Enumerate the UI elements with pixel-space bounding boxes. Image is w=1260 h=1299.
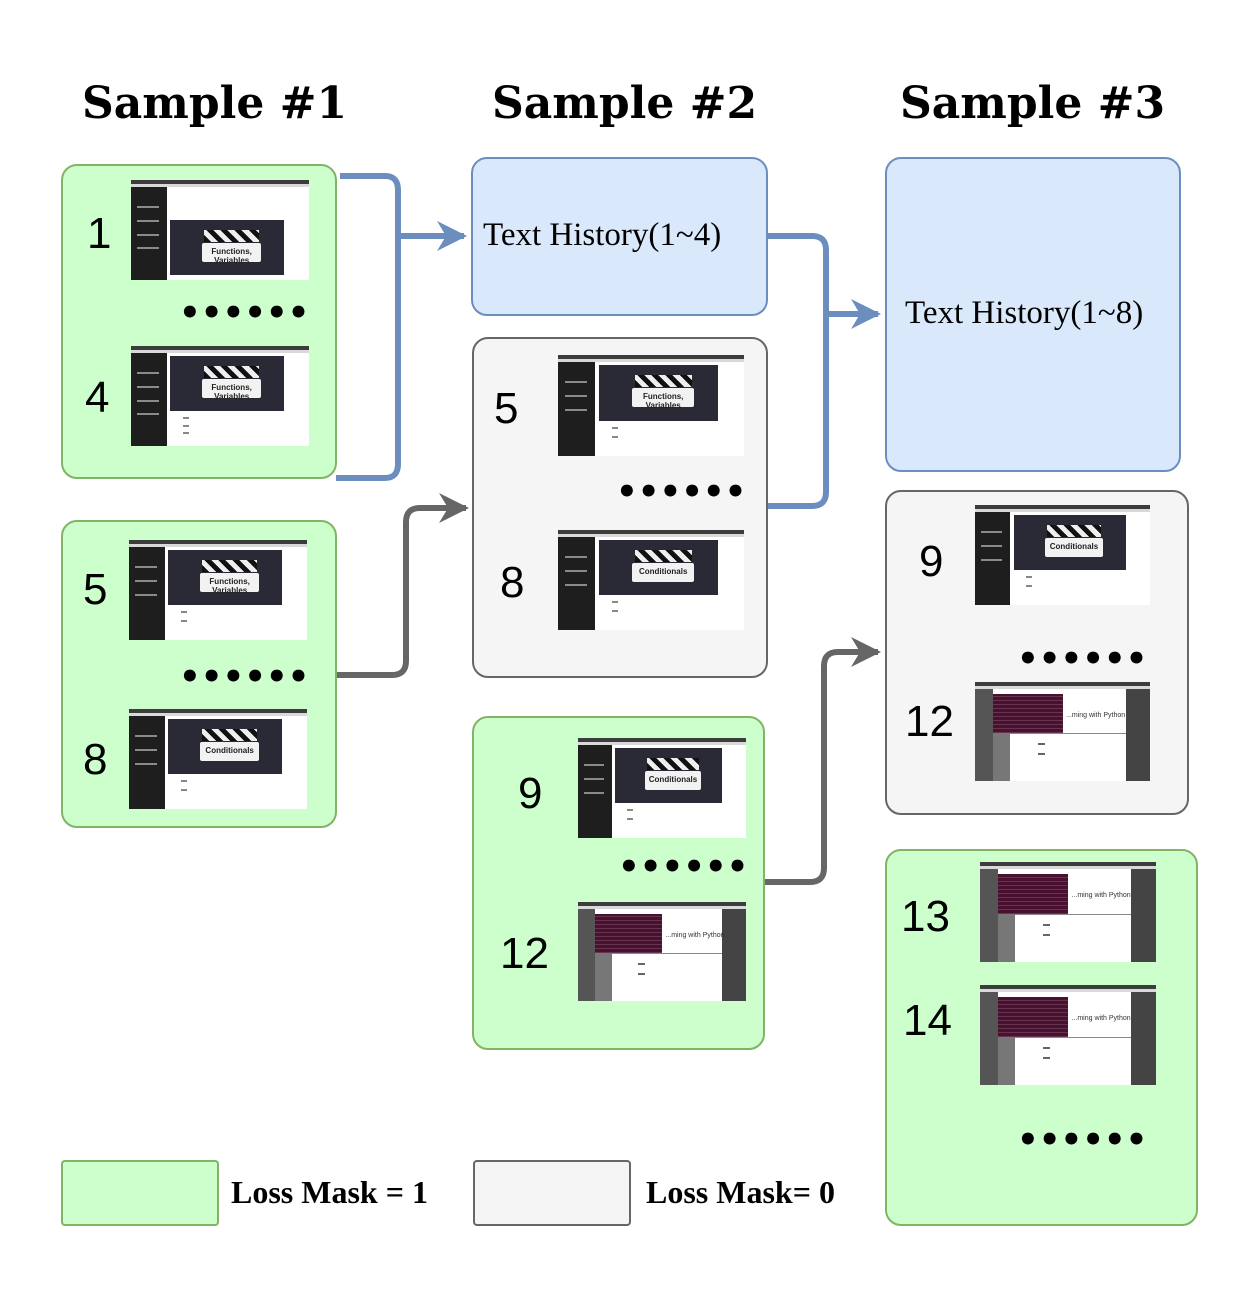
screenshot-thumbnail: ...ming with Python (975, 682, 1150, 781)
frame-number: 5 (83, 565, 108, 614)
ellipsis: •••••• (1017, 1120, 1148, 1160)
legend-swatch-grey (473, 1160, 631, 1226)
text-history-label: Text History(1~4) (483, 217, 722, 253)
screenshot-thumbnail: Conditionals (129, 709, 307, 809)
screenshot-thumbnail: Conditionals (578, 738, 746, 838)
grey-arrow-sample2-to-sample3 (764, 637, 881, 885)
frame-number: 12 (500, 929, 549, 978)
window-caption: ...ming with Python (665, 931, 725, 939)
screenshot-thumbnail: Conditionals (558, 530, 744, 630)
grey-arrow-sample1-to-sample2 (336, 493, 469, 678)
video-caption: Conditionals (632, 563, 695, 582)
window-caption: ...ming with Python (1071, 892, 1131, 899)
screenshot-thumbnail: Functions, Variables (129, 540, 307, 640)
screenshot-thumbnail: ...ming with Python (980, 985, 1156, 1085)
frame-number: 9 (919, 537, 944, 586)
frame-number: 14 (903, 996, 952, 1045)
screenshot-thumbnail: ...ming with Python (578, 902, 746, 1001)
blue-arrow-history-2 (768, 233, 878, 509)
ellipsis: •••••• (616, 472, 747, 512)
ellipsis: •••••• (1017, 639, 1148, 679)
window-caption: ...ming with Python (1071, 1015, 1131, 1022)
video-caption: Conditionals (645, 771, 701, 790)
frame-number: 8 (83, 735, 108, 784)
frame-number: 1 (87, 209, 112, 258)
blue-arrow-history-1 (336, 173, 464, 481)
legend-label-green: Loss Mask = 1 (231, 1174, 428, 1210)
text-history-box: Text History(1~4) (471, 157, 768, 316)
video-caption: Conditionals (200, 742, 260, 761)
video-caption: Functions, Variables (200, 573, 260, 595)
frame-number: 9 (518, 769, 543, 818)
frame-number: 13 (901, 892, 950, 941)
sample-1-title: Sample #1 (82, 78, 348, 129)
video-caption: Functions, Variables (202, 243, 262, 265)
frame-number: 5 (494, 384, 519, 433)
screenshot-thumbnail: Functions, Variables (131, 180, 309, 280)
screenshot-thumbnail: Conditionals (975, 505, 1150, 605)
ellipsis: •••••• (618, 847, 749, 887)
frame-number: 12 (905, 697, 954, 746)
text-history-box: Text History(1~8) (885, 157, 1181, 472)
text-history-label: Text History(1~8) (905, 295, 1144, 331)
sample-3-title: Sample #3 (900, 78, 1166, 129)
screenshot-thumbnail: Functions, Variables (558, 355, 744, 456)
ellipsis: •••••• (179, 293, 310, 333)
frame-number: 4 (85, 373, 110, 422)
window-caption: ...ming with Python (1066, 711, 1126, 719)
legend-label-grey: Loss Mask= 0 (646, 1174, 835, 1210)
screenshot-thumbnail: ...ming with Python (980, 862, 1156, 962)
video-caption: Functions, Variables (632, 388, 695, 410)
video-caption: Conditionals (1044, 538, 1104, 557)
frame-number: 8 (500, 558, 525, 607)
ellipsis: •••••• (179, 657, 310, 697)
screenshot-thumbnail: Functions, Variables (131, 346, 309, 446)
video-caption: Functions, Variables (202, 379, 262, 401)
legend-swatch-green (61, 1160, 219, 1226)
sample-2-title: Sample #2 (492, 78, 758, 129)
